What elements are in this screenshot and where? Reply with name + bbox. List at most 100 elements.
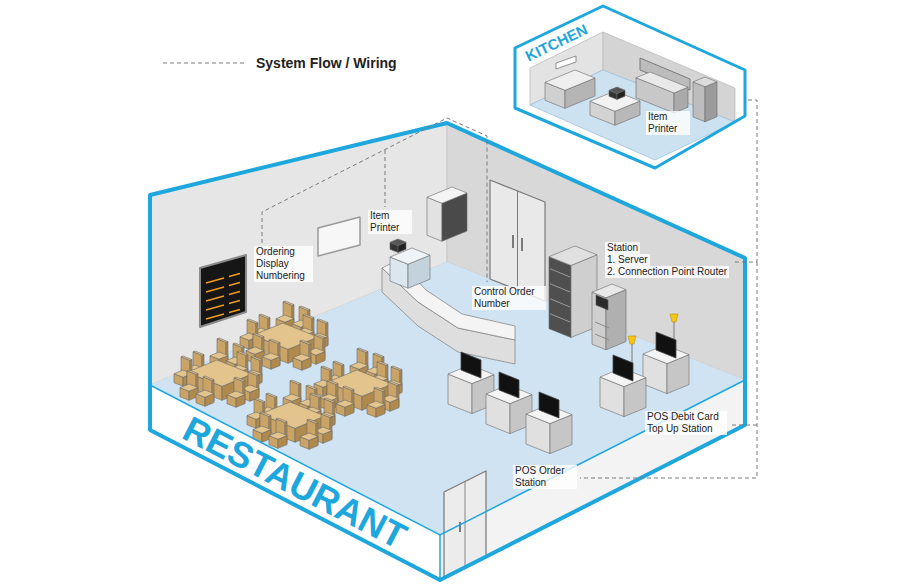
item-printer-icon bbox=[609, 87, 625, 99]
callout-label: Ordering Display Numbering bbox=[254, 246, 313, 282]
dining-table bbox=[253, 323, 318, 363]
callout-holder: 1. Server bbox=[605, 254, 650, 266]
vending-fridge bbox=[549, 246, 597, 337]
chair-back-top bbox=[234, 377, 245, 381]
display-digit-line bbox=[229, 301, 240, 304]
display-digit-line bbox=[229, 274, 240, 277]
chair-seat bbox=[367, 401, 385, 417]
chair-seat bbox=[227, 391, 245, 407]
chair-back-top bbox=[317, 319, 328, 323]
pos-monitor bbox=[613, 355, 633, 381]
kitchen-counter bbox=[545, 70, 595, 108]
chair-back-top bbox=[391, 366, 402, 370]
fridge-shelf bbox=[550, 269, 570, 277]
chair-seat-top bbox=[262, 353, 280, 360]
chair-seat-top bbox=[210, 352, 228, 359]
chair-seat-top bbox=[276, 315, 294, 322]
pos-monitor bbox=[461, 352, 481, 378]
oven-cabinet bbox=[427, 187, 467, 241]
room-outline: KITCHEN bbox=[512, 0, 752, 172]
dining-table bbox=[187, 360, 252, 400]
callout-holder: Station bbox=[605, 242, 640, 254]
chair-seat-top bbox=[336, 400, 354, 407]
chair-seat-top bbox=[253, 426, 271, 433]
chair-back-top bbox=[269, 339, 280, 343]
chair-back-top bbox=[203, 376, 214, 380]
vending-fridge-top bbox=[549, 246, 597, 265]
legend-text: System Flow / Wiring bbox=[256, 55, 397, 71]
room-outline: RESTAURANT bbox=[143, 116, 763, 586]
chair-seat bbox=[300, 433, 318, 449]
kitchen-island bbox=[590, 91, 640, 125]
callout-holder: POS Order Station bbox=[513, 465, 577, 489]
ordering-display-screen bbox=[200, 255, 246, 327]
callout-label: Item Printer bbox=[646, 111, 690, 135]
chair-back-top bbox=[333, 361, 344, 365]
display-digit-line bbox=[229, 292, 240, 295]
chair-seat-top bbox=[283, 394, 301, 401]
chair-back-top bbox=[300, 340, 311, 344]
room-illustration bbox=[143, 116, 763, 586]
kitchen-floor bbox=[530, 70, 735, 160]
chair-back-top bbox=[259, 314, 270, 318]
display-digit-line bbox=[206, 305, 224, 310]
display-digit-line bbox=[206, 314, 224, 319]
door-handle bbox=[459, 522, 461, 532]
chair-back-top bbox=[321, 366, 332, 370]
door-handle bbox=[512, 235, 514, 248]
legend-dash bbox=[163, 63, 247, 64]
display-digit-line bbox=[206, 278, 224, 283]
callout-holder: 2. Connection Point Router bbox=[605, 266, 729, 278]
chair-back-top bbox=[260, 412, 271, 416]
chair-back-top bbox=[306, 385, 317, 389]
chair-back-top bbox=[321, 413, 332, 417]
item-printer-icon bbox=[390, 239, 406, 252]
chair-back-top bbox=[290, 380, 301, 384]
chair-back-top bbox=[237, 351, 248, 355]
chair-seat-top bbox=[293, 354, 311, 361]
chair-back-top bbox=[303, 314, 314, 318]
chair-seat bbox=[293, 354, 311, 370]
chair-back-top bbox=[253, 333, 264, 337]
display-digit-line bbox=[206, 287, 224, 292]
display-digit-line bbox=[229, 283, 240, 286]
pos-monitor bbox=[499, 372, 519, 398]
chair-seat-top bbox=[269, 432, 287, 439]
chair-back-top bbox=[283, 301, 294, 305]
chair-seat-top bbox=[227, 391, 245, 398]
wiring-line bbox=[580, 262, 757, 478]
chair-back-top bbox=[324, 398, 335, 402]
chair-back-top bbox=[181, 356, 192, 360]
callout-label: Control Order Number bbox=[472, 286, 546, 310]
lamp-head bbox=[628, 336, 636, 344]
chair-seat-top bbox=[367, 401, 385, 408]
kitchen-ground bbox=[515, 6, 745, 168]
lamp-head bbox=[670, 314, 678, 322]
chair-back-top bbox=[276, 418, 287, 422]
wiring-line bbox=[730, 425, 757, 426]
door-handle bbox=[521, 238, 523, 251]
callout-holder: Item Printer bbox=[368, 210, 412, 234]
callout-label: POS Order Station bbox=[513, 465, 577, 489]
room-drawing bbox=[150, 100, 757, 580]
chair-back-top bbox=[373, 353, 384, 357]
item-printer-icon-top bbox=[390, 239, 406, 245]
double-door bbox=[490, 180, 545, 301]
kitchen-sign bbox=[556, 56, 576, 69]
chair-back-top bbox=[251, 356, 262, 360]
chair-back-top bbox=[233, 343, 244, 347]
kitchen-rack bbox=[693, 77, 717, 122]
vending-fridge-side bbox=[549, 257, 571, 338]
wiring-line bbox=[735, 100, 757, 262]
pos-monitor bbox=[539, 392, 559, 418]
room-illustration bbox=[512, 0, 752, 172]
kitchen-island-top bbox=[590, 91, 640, 111]
station-screen bbox=[596, 295, 608, 310]
fridge-shelf bbox=[550, 299, 570, 307]
fridge-shelf bbox=[550, 284, 570, 292]
chair-back-top bbox=[357, 348, 368, 352]
callout-label: 1. Server bbox=[605, 254, 650, 266]
server-station bbox=[592, 284, 626, 350]
